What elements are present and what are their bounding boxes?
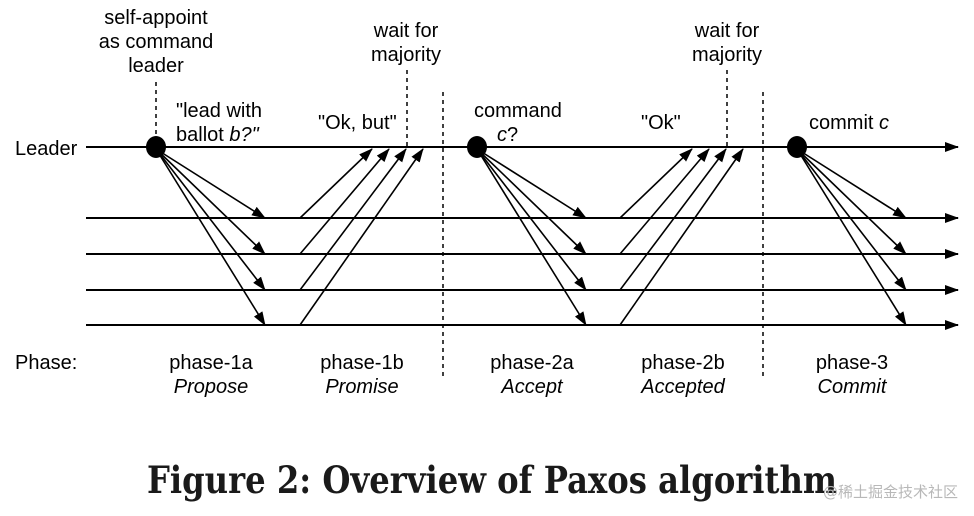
command-line-1: command [474, 100, 562, 122]
promise-message-3 [299, 148, 407, 291]
timelines [86, 142, 959, 330]
self-appoint-line-3: leader [128, 55, 184, 77]
pointer-lines [155, 70, 728, 150]
watermark: @稀土掘金技术社区 [823, 483, 958, 501]
accept-message-4 [476, 148, 587, 326]
phase-separators [442, 92, 764, 380]
phase-2b-desc: Accepted [640, 376, 725, 398]
accepted-message-4 [619, 148, 744, 326]
phase-1b-desc: Promise [325, 376, 398, 398]
phase-1a-name: phase-1a [169, 352, 253, 374]
self-appoint-line-2: as command [99, 31, 214, 53]
lead-with-line-1: "lead with [176, 100, 262, 122]
annotations: self-appoint as command leader "lead wit… [99, 7, 889, 146]
commit-message-2 [796, 148, 907, 255]
ok-but-label: "Ok, but" [318, 112, 397, 134]
accept-message-1 [476, 148, 587, 219]
phase-3-name: phase-3 [816, 352, 888, 374]
phase-2b-name: phase-2b [641, 352, 724, 374]
wait-for-majority-1-line-2: majority [371, 44, 441, 66]
phase-2a-name: phase-2a [490, 352, 574, 374]
phase-3-desc: Commit [818, 376, 888, 398]
propose-message-4 [155, 148, 266, 326]
accepted-message-2 [619, 148, 710, 255]
wait-for-majority-2-line-2: majority [692, 44, 762, 66]
messages [155, 148, 907, 326]
promise-message-1 [299, 148, 373, 219]
promise-message-2 [299, 148, 390, 255]
leader-dots [146, 136, 807, 158]
commit-label: commit c [809, 112, 889, 134]
wait-for-majority-2-line-1: wait for [694, 20, 760, 42]
figure-caption: Figure 2: Overview of Paxos algorithm [147, 458, 837, 502]
ok-label: "Ok" [641, 112, 681, 134]
phase-1b-name: phase-1b [320, 352, 403, 374]
phase-1a-desc: Propose [174, 376, 249, 398]
lead-with-line-2: ballot b?" [176, 124, 260, 146]
phase-label: Phase: [15, 352, 77, 374]
accept-message-2 [476, 148, 587, 255]
command-line-2: c? [497, 124, 518, 146]
propose-message-1 [155, 148, 266, 219]
phase-2a-desc: Accept [500, 376, 564, 398]
self-appoint-line-1: self-appoint [104, 7, 208, 29]
accepted-message-3 [619, 148, 727, 291]
leader-dot-phase2 [467, 136, 487, 158]
wait-for-majority-1-line-1: wait for [373, 20, 439, 42]
promise-message-4 [299, 148, 424, 326]
commit-message-1 [796, 148, 907, 219]
phase-labels: phase-1a Propose phase-1b Promise phase-… [169, 352, 888, 398]
leader-dot-phase3 [787, 136, 807, 158]
leader-label: Leader [15, 138, 78, 160]
accept-message-3 [476, 148, 587, 291]
propose-message-2 [155, 148, 266, 255]
commit-message-3 [796, 148, 907, 291]
leader-dot-phase1 [146, 136, 166, 158]
propose-message-3 [155, 148, 266, 291]
accepted-message-1 [619, 148, 693, 219]
commit-message-4 [796, 148, 907, 326]
